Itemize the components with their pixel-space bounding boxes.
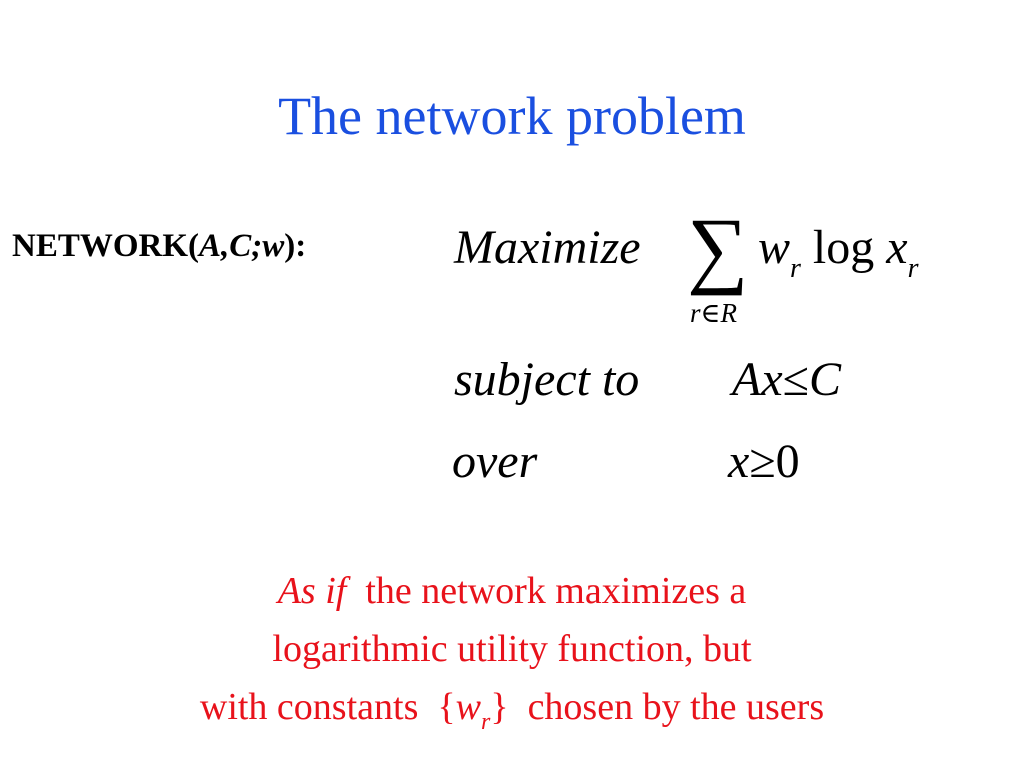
domain-keyword: over — [452, 435, 538, 488]
caption-brace-open: { — [437, 686, 456, 728]
objective-keyword: Maximize — [454, 221, 641, 274]
log-function: log — [812, 221, 875, 274]
slide-caption: As if the network maximizes a logarithmi… — [0, 562, 1024, 741]
sum-index: r∈R — [690, 298, 737, 328]
caption-line-3-start: with constants — [199, 686, 419, 728]
weight-subscript: r — [790, 253, 801, 284]
caption-weight-subscript: r — [480, 709, 491, 735]
network-label: NETWORK(A,C;w): — [12, 228, 306, 265]
constraint-left: Ax — [732, 353, 783, 406]
objective-term: wr log xr — [758, 220, 919, 284]
network-label-suffix: ): — [284, 228, 307, 264]
constraint-right: C — [808, 353, 841, 406]
domain-operator: ≥ — [749, 435, 776, 488]
caption-weight: w — [455, 686, 481, 728]
constraint-operator: ≤ — [782, 353, 809, 406]
network-label-prefix: NETWORK( — [12, 228, 200, 264]
caption-as-if: As if — [277, 570, 347, 612]
weight-symbol: w — [758, 221, 791, 274]
caption-line-3-end: chosen by the users — [527, 686, 825, 728]
caption-line-1: As if the network maximizes a — [0, 562, 1024, 620]
network-label-args: A,C;w — [199, 228, 285, 264]
slide-title: The network problem — [278, 86, 746, 146]
variable-symbol: x — [886, 221, 908, 274]
constraint-expression: Ax≤C — [732, 352, 841, 408]
variable-subscript: r — [907, 253, 919, 284]
caption-line-2: logarithmic utility function, but — [272, 628, 752, 670]
caption-line-3: with constants {wr} chosen by the users — [0, 678, 1024, 741]
constraint-keyword: subject to — [454, 353, 640, 406]
domain-expression: x≥0 — [728, 434, 800, 490]
caption-brace-close: } — [490, 686, 509, 728]
domain-right: 0 — [775, 435, 800, 488]
domain-left: x — [728, 435, 750, 488]
sum-symbol: ∑ — [687, 200, 749, 296]
caption-line-1-rest: the network maximizes a — [365, 570, 747, 612]
